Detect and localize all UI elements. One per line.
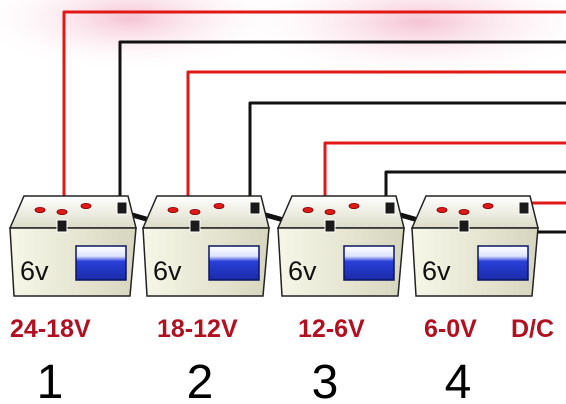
- negative-terminal-icon: [249, 201, 261, 215]
- vent-cap-icon: [167, 206, 179, 213]
- vent-cap-icon: [436, 206, 448, 213]
- voltage-range-label: 12-6V: [298, 315, 365, 343]
- vent-cap-icon: [348, 202, 360, 209]
- battery-voltage-label: 6v: [422, 256, 451, 286]
- battery-1: 6v: [8, 195, 137, 297]
- voltage-range-label: 18-12V: [157, 315, 238, 343]
- wire-negative-1: [118, 40, 566, 210]
- vent-cap-icon: [458, 208, 470, 215]
- negative-terminal-icon: [518, 201, 530, 215]
- vent-cap-icon: [189, 208, 201, 215]
- wire-positive-2: [186, 70, 566, 222]
- vent-cap-icon: [213, 202, 225, 209]
- wire-negative-2: [248, 101, 566, 212]
- battery-number-label: 4: [445, 356, 472, 404]
- vent-cap-icon: [80, 202, 92, 209]
- vent-cap-icon: [482, 202, 494, 209]
- voltage-range-label: 24-18V: [10, 315, 91, 343]
- positive-terminal-icon: [458, 219, 470, 233]
- voltage-range-label: 6-0V: [424, 315, 477, 343]
- battery-3: 6v: [276, 195, 405, 297]
- level-window-icon: [477, 245, 529, 281]
- battery-voltage-label: 6v: [20, 256, 49, 286]
- vent-cap-icon: [56, 208, 68, 215]
- positive-terminal-icon: [324, 219, 336, 233]
- battery-number-label: 1: [37, 356, 64, 404]
- vent-cap-icon: [302, 206, 314, 213]
- battery-2: 6v: [141, 195, 270, 297]
- wire-positive-1: [62, 10, 566, 222]
- vent-cap-icon: [34, 206, 46, 213]
- battery-voltage-label: 6v: [153, 256, 182, 286]
- level-window-icon: [75, 245, 127, 281]
- positive-terminal-icon: [56, 219, 68, 233]
- level-window-icon: [343, 245, 395, 281]
- negative-terminal-icon: [116, 201, 128, 215]
- battery-4: 6v: [410, 195, 539, 297]
- level-window-icon: [208, 245, 260, 281]
- battery-number-label: 2: [187, 356, 214, 404]
- labels: 24-18V 1 18-12V 2 12-6V 3 6-0V 4 D/C: [10, 315, 554, 404]
- vent-cap-icon: [324, 208, 336, 215]
- negative-terminal-icon: [384, 201, 396, 215]
- batteries: 6v 6v 6v 6v: [8, 195, 539, 297]
- battery-voltage-label: 6v: [288, 256, 317, 286]
- dc-label: D/C: [511, 315, 554, 343]
- positive-terminal-icon: [189, 219, 201, 233]
- battery-number-label: 3: [312, 356, 339, 404]
